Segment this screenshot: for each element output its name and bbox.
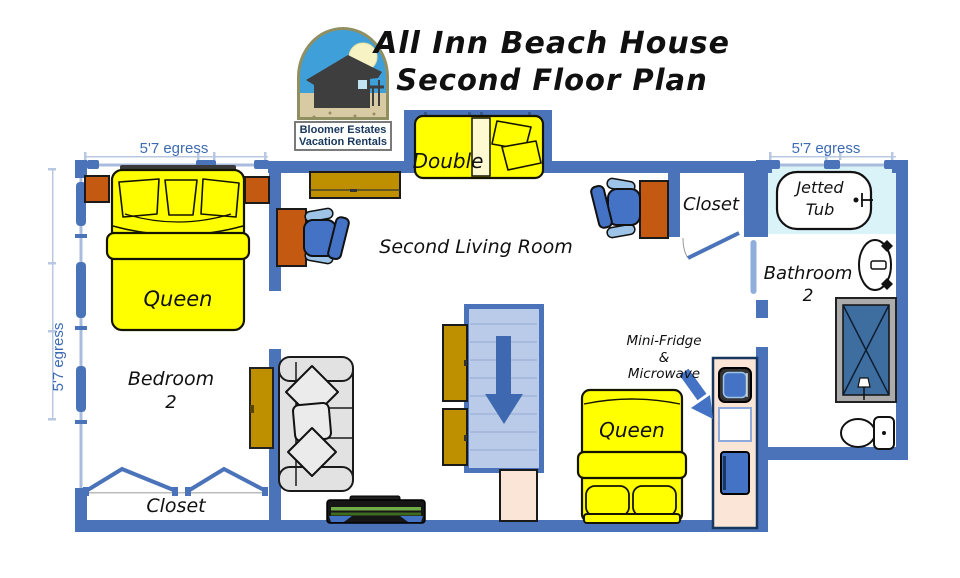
kitchenette-label-line3: Microwave — [628, 366, 700, 382]
tv-console — [326, 495, 426, 524]
nightstand-left — [84, 175, 110, 203]
bathroom2-label-line2: 2 — [803, 286, 814, 306]
title-line1: All Inn Beach House — [374, 26, 730, 61]
wall-closet-left — [668, 173, 680, 237]
wall-left-top-corner — [75, 160, 87, 178]
top-closet-label: Closet — [683, 194, 740, 215]
tub-label-line2: Tub — [806, 200, 834, 219]
logo-text: Bloomer Estates Vacation Rentals — [294, 121, 392, 151]
wall-top-b — [538, 161, 770, 173]
egress-label-top-left: 5'7 egress — [140, 140, 209, 157]
jetted-tub: Jetted Tub — [775, 170, 873, 231]
double-bed: Double — [413, 114, 545, 180]
wall-bath-bottom — [756, 447, 908, 460]
bed-sheet-band — [471, 117, 491, 177]
queen-bed-bedroom2: Queen — [105, 165, 251, 332]
pillow — [501, 140, 542, 171]
pillow — [632, 485, 677, 517]
bed-label: Queen — [144, 287, 213, 311]
title-line2: Second Floor Plan — [396, 63, 708, 97]
staircase — [464, 304, 544, 473]
pillow — [585, 485, 630, 517]
bifold-closet-doors — [84, 466, 267, 493]
wall-bath-left-mid — [756, 300, 768, 318]
office-chair — [607, 188, 641, 226]
bedroom-closet-label: Closet — [146, 495, 207, 517]
doors — [83, 231, 757, 496]
page-title: All Inn Beach House Second Floor Plan — [322, 26, 782, 98]
shower — [835, 297, 897, 403]
living-room-label: Second Living Room — [379, 236, 572, 258]
window-bedroom-left — [79, 178, 83, 488]
bedroom2-label-line2: 2 — [165, 392, 176, 413]
logo-text-line2: Vacation Rentals — [298, 136, 388, 148]
stair-cabinet-upper — [442, 324, 468, 402]
egress-label-bathroom: 5'7 egress — [792, 140, 861, 157]
bathroom2-label-line1: Bathroom — [764, 263, 853, 284]
desk-chair-left — [276, 207, 350, 267]
logo: Bloomer Estates Vacation Rentals — [294, 27, 394, 151]
toilet — [840, 416, 895, 450]
pillow — [164, 179, 198, 216]
stairs-down-arrow — [496, 336, 511, 398]
kitchenette-label-line1: Mini-Fridge — [626, 333, 701, 349]
bedroom2-label-line1: Bedroom — [128, 368, 214, 390]
cabinet-shelf — [718, 407, 752, 442]
pillow — [200, 178, 240, 218]
kitchenette-cabinet — [711, 356, 759, 530]
bed-blanket-band — [576, 450, 688, 480]
queen-bed-living: Queen — [576, 388, 688, 524]
wall-bath-left-upper — [756, 161, 768, 237]
bathroom-sink — [858, 239, 893, 291]
kitchenette-label-line2: & — [659, 350, 670, 366]
shower-drain — [857, 377, 871, 388]
desk-chair-right — [590, 177, 669, 239]
stair-landing — [499, 469, 538, 522]
stair-cabinet-lower — [442, 408, 468, 466]
wall-closet-right — [744, 173, 756, 237]
sofa — [278, 356, 354, 492]
nightstand-right — [244, 176, 270, 204]
bathroom-door-leaf — [750, 240, 757, 294]
bed-headboard — [583, 513, 681, 524]
dresser-top — [309, 171, 401, 199]
tub-label-line1: Jetted — [793, 178, 844, 197]
logo-beach-house-icon — [297, 27, 389, 120]
desk — [276, 208, 307, 267]
wall-bath-right — [896, 160, 908, 460]
kitchenette-arrow — [679, 368, 713, 419]
bed-label: Queen — [599, 418, 665, 442]
desk — [639, 180, 669, 239]
wall-main-right — [756, 347, 768, 532]
mini-fridge — [720, 451, 750, 495]
egress-label-left: 5'7 egress — [50, 323, 67, 392]
bed-label: Double — [413, 149, 484, 173]
wall-top-a — [268, 161, 418, 173]
pillow — [118, 178, 160, 218]
dimension-lines — [48, 152, 896, 421]
logo-text-line1: Bloomer Estates — [299, 124, 387, 136]
closet-door-leaf — [687, 231, 740, 260]
bed-blanket-band — [105, 231, 251, 261]
throw-pillow — [287, 427, 337, 477]
